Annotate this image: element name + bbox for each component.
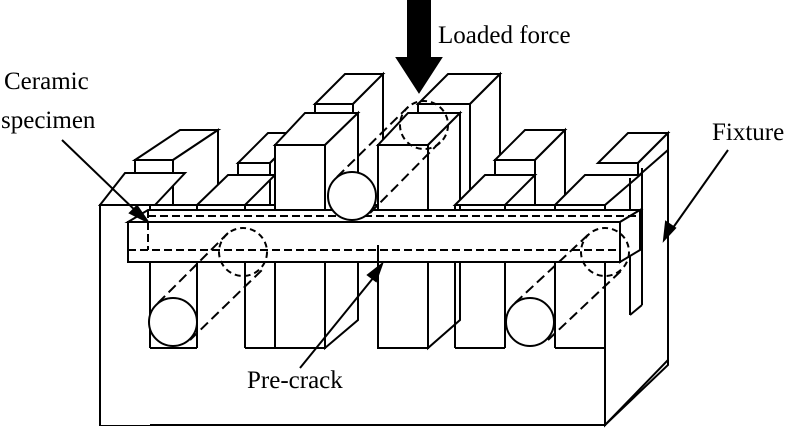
fixture-label: Fixture (712, 119, 785, 146)
loaded-force-label: Loaded force (438, 22, 571, 49)
ceramic-label-line2: specimen (1, 107, 96, 134)
ceramic-label-line1: Ceramic (4, 68, 89, 95)
leader-ceramic-specimen (61, 139, 149, 223)
support-roller-left (148, 227, 268, 347)
pre-crack-label: Pre-crack (247, 367, 343, 394)
leader-fixture (662, 149, 729, 243)
ceramic-specimen-bar (124, 208, 644, 264)
support-roller-right (505, 227, 630, 347)
leader-pre-crack (299, 261, 385, 369)
front-post-6 (552, 174, 643, 349)
loaded-force-arrow (395, 0, 443, 94)
loading-roller-left (327, 100, 449, 221)
